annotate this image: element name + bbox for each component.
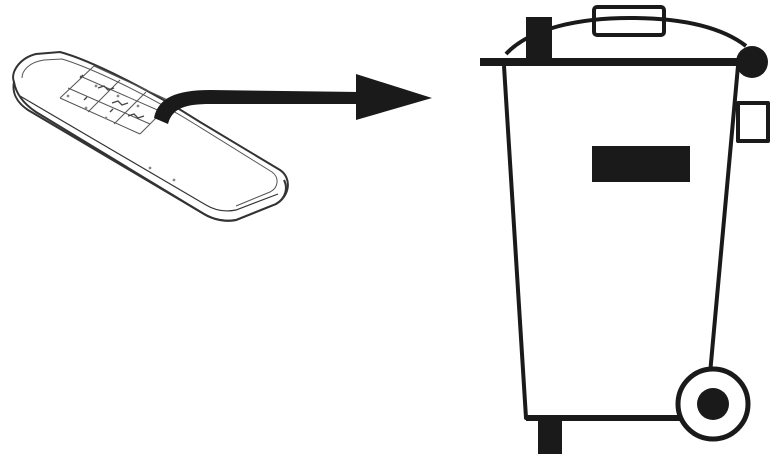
bin-hinge: [526, 17, 552, 63]
remote-body: [13, 52, 288, 221]
arrow-head: [356, 74, 432, 120]
bin-lid-handle: [594, 7, 664, 35]
bin-side-handle: [738, 103, 768, 141]
bin-label: [592, 146, 690, 182]
bin-knob: [736, 46, 768, 78]
bin-body: [504, 66, 738, 418]
waste-bin-icon: [480, 7, 768, 454]
bin-wheel-hub: [697, 388, 729, 420]
bin-leg: [538, 420, 562, 454]
curved-arrow-icon: [154, 74, 432, 124]
remote-control-icon: [13, 52, 288, 221]
